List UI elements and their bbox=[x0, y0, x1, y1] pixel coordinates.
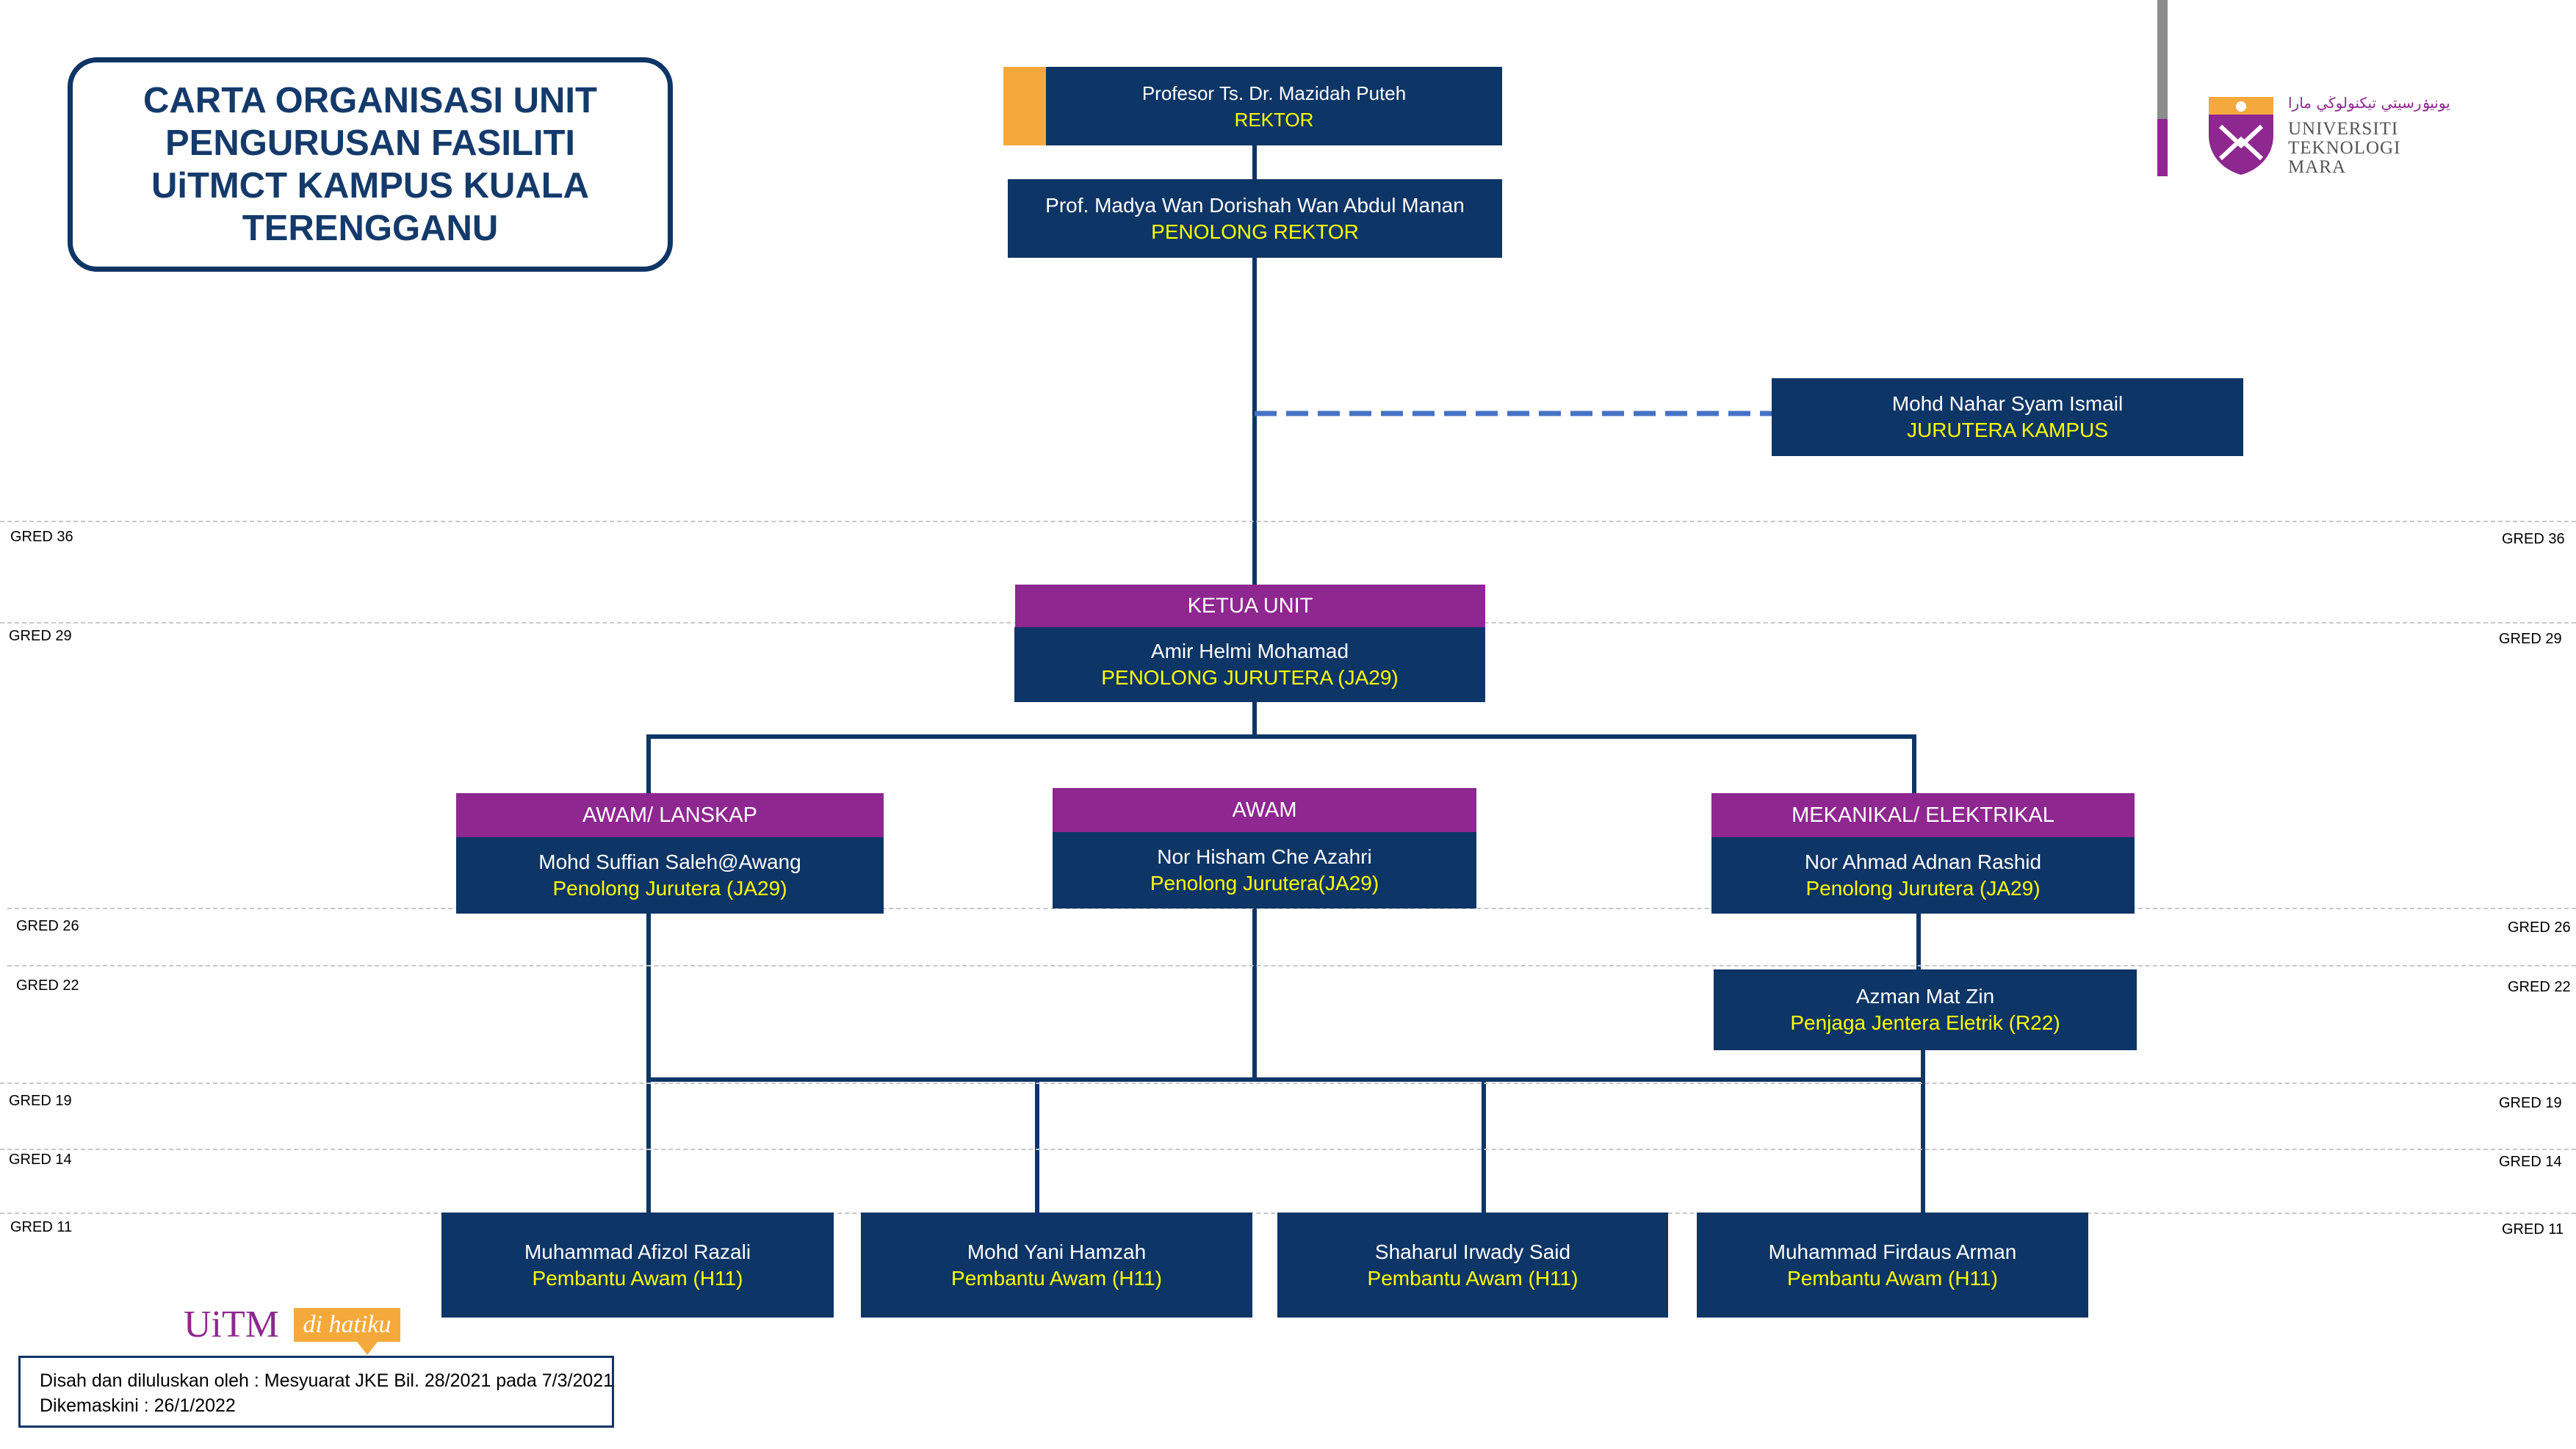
grade-line-19 bbox=[0, 1083, 2576, 1084]
shaharul-name: Shaharul Irwady Said bbox=[1374, 1240, 1571, 1263]
title-line-3: UiTMCT KAMPUS KUALA bbox=[151, 166, 590, 206]
shaharul-role: Pembantu Awam (H11) bbox=[1367, 1266, 1579, 1290]
awam-name: Nor Hisham Che Azahri bbox=[1157, 845, 1372, 868]
mekanikal-header: MEKANIKAL/ ELEKTRIKAL bbox=[1711, 793, 2135, 837]
awam-lanskap-name: Mohd Suffian Saleh@Awang bbox=[538, 850, 801, 873]
awam-lanskap-role: Penolong Jurutera (JA29) bbox=[552, 877, 787, 900]
grade-label-36-right: GRED 36 bbox=[2502, 531, 2565, 547]
chart-title-box: CARTA ORGANISASI UNIT PENGURUSAN FASILIT… bbox=[68, 57, 673, 272]
node-afizol: Muhammad Afizol Razali Pembantu Awam (H1… bbox=[441, 1213, 834, 1318]
grade-label-14-right: GRED 14 bbox=[2499, 1154, 2562, 1170]
title-line-2: PENGURUSAN FASILITI bbox=[165, 123, 576, 163]
yani-name: Mohd Yani Hamzah bbox=[967, 1240, 1147, 1263]
node-yani: Mohd Yani Hamzah Pembantu Awam (H11) bbox=[861, 1213, 1252, 1318]
node-shaharul: Shaharul Irwady Said Pembantu Awam (H11) bbox=[1277, 1213, 1668, 1318]
afizol-role: Pembantu Awam (H11) bbox=[532, 1266, 743, 1290]
footer-approval: Disah dan diluluskan oleh : Mesyuarat JK… bbox=[40, 1370, 614, 1391]
afizol-name: Muhammad Afizol Razali bbox=[524, 1240, 751, 1263]
azman-name: Azman Mat Zin bbox=[1855, 985, 1995, 1008]
node-firdaus: Muhammad Firdaus Arman Pembantu Awam (H1… bbox=[1697, 1213, 2088, 1318]
node-ketua-unit: Amir Helmi Mohamad PENOLONG JURUTERA (JA… bbox=[1014, 627, 1485, 702]
grade-label-29-right: GRED 29 bbox=[2499, 631, 2562, 647]
mekanikal-role: Penolong Jurutera (JA29) bbox=[1805, 877, 2041, 900]
awam-lanskap-header: AWAM/ LANSKAP bbox=[456, 793, 884, 837]
node-penolong-rektor: Prof. Madya Wan Dorishah Wan Abdul Manan… bbox=[1008, 179, 1502, 258]
grade-label-11-left: GRED 11 bbox=[10, 1219, 73, 1235]
approval-footer: Disah dan diluluskan oleh : Mesyuarat JK… bbox=[18, 1356, 614, 1428]
grade-label-26-left: GRED 26 bbox=[16, 918, 79, 934]
title-line-1: CARTA ORGANISASI UNIT bbox=[143, 81, 597, 120]
firdaus-role: Pembantu Awam (H11) bbox=[1787, 1266, 1998, 1290]
footer-updated: Dikemaskini : 26/1/2022 bbox=[40, 1395, 236, 1416]
firdaus-name: Muhammad Firdaus Arman bbox=[1768, 1240, 2017, 1263]
uitm-crest-icon bbox=[2209, 97, 2273, 175]
badge-tail-icon bbox=[357, 1342, 378, 1355]
jurutera-kampus-name: Mohd Nahar Syam Ismail bbox=[1891, 392, 2124, 415]
grade-line-22 bbox=[7, 965, 2576, 966]
azman-role: Penjaga Jentera Eletrik (R22) bbox=[1790, 1011, 2060, 1034]
rektor-name: Profesor Ts. Dr. Mazidah Puteh bbox=[1141, 82, 1407, 104]
grade-line-36 bbox=[0, 521, 2576, 522]
grade-label-36-left: GRED 36 bbox=[10, 529, 73, 545]
ketua-unit-name: Amir Helmi Mohamad bbox=[1150, 640, 1349, 662]
grade-line-14 bbox=[0, 1149, 2576, 1150]
grade-label-26-right: GRED 26 bbox=[2508, 919, 2571, 936]
uitm-logo: يونيۏرسيتي تيكنولوڬي مارا UNIVERSITI TEK… bbox=[2206, 94, 2450, 182]
awam-role: Penolong Jurutera(JA29) bbox=[1150, 872, 1379, 895]
grade-label-19-left: GRED 19 bbox=[9, 1093, 72, 1109]
grade-label-19-right: GRED 19 bbox=[2499, 1095, 2562, 1111]
ketua-unit-header: KETUA UNIT bbox=[1015, 585, 1485, 627]
uitm-di-hatiku-badge: UiTM di hatiku bbox=[184, 1304, 404, 1355]
chart-title: CARTA ORGANISASI UNIT PENGURUSAN FASILIT… bbox=[91, 79, 649, 250]
logo-line-2: TEKNOLOGI bbox=[2288, 138, 2401, 158]
ketua-unit-role: PENOLONG JURUTERA (JA29) bbox=[1101, 666, 1399, 689]
mekanikal-name: Nor Ahmad Adnan Rashid bbox=[1804, 850, 2042, 873]
badge-brand: UiTM bbox=[184, 1304, 279, 1345]
node-awam: Nor Hisham Che Azahri Penolong Jurutera(… bbox=[1053, 832, 1476, 908]
awam-header: AWAM bbox=[1053, 788, 1476, 832]
grade-label-14-left: GRED 14 bbox=[9, 1152, 72, 1168]
node-awam-lanskap: Mohd Suffian Saleh@Awang Penolong Jurute… bbox=[456, 837, 884, 914]
node-jurutera-kampus: Mohd Nahar Syam Ismail JURUTERA KAMPUS bbox=[1772, 378, 2243, 456]
grade-label-22-left: GRED 22 bbox=[16, 978, 79, 994]
yani-role: Pembantu Awam (H11) bbox=[951, 1266, 1162, 1290]
node-azman: Azman Mat Zin Penjaga Jentera Eletrik (R… bbox=[1714, 969, 2137, 1050]
grade-label-22-right: GRED 22 bbox=[2508, 979, 2571, 995]
logo-arabic: يونيۏرسيتي تيكنولوڬي مارا bbox=[2288, 94, 2450, 112]
node-rektor: Profesor Ts. Dr. Mazidah Puteh REKTOR bbox=[1046, 67, 1502, 145]
logo-line-3: MARA bbox=[2288, 157, 2347, 177]
grade-line-26 bbox=[7, 908, 2576, 909]
grade-label-29-left: GRED 29 bbox=[9, 628, 72, 644]
node-mekanikal: Nor Ahmad Adnan Rashid Penolong Jurutera… bbox=[1711, 837, 2135, 914]
grade-label-11-right: GRED 11 bbox=[2502, 1221, 2564, 1237]
badge-tagline: di hatiku bbox=[294, 1308, 400, 1342]
jurutera-kampus-role: JURUTERA KAMPUS bbox=[1907, 419, 2108, 441]
penolong-rektor-name: Prof. Madya Wan Dorishah Wan Abdul Manan bbox=[1045, 193, 1465, 217]
logo-line-1: UNIVERSITI bbox=[2288, 119, 2399, 139]
rektor-accent bbox=[1003, 67, 1046, 145]
rektor-role: REKTOR bbox=[1234, 108, 1314, 131]
title-line-4: TERENGGANU bbox=[242, 209, 499, 248]
penolong-rektor-role: PENOLONG REKTOR bbox=[1151, 220, 1359, 243]
